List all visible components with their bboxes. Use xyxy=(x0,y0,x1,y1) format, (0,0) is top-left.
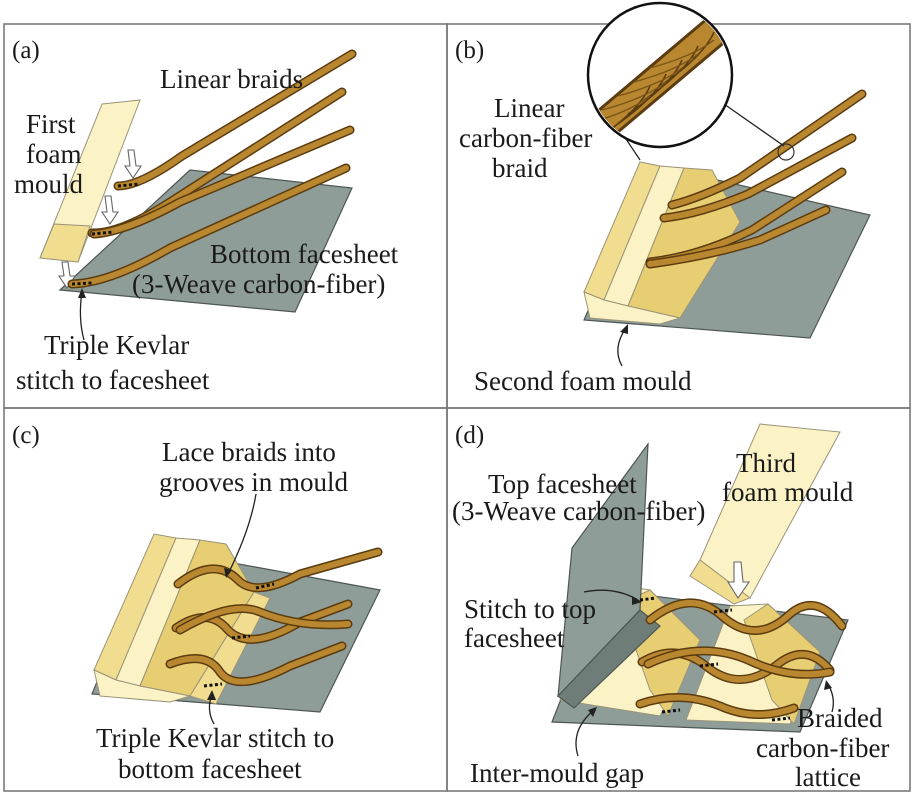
kevlar-stitch-label: Triple Kevlar xyxy=(44,330,189,360)
panel-letter: (c) xyxy=(12,422,40,449)
leader-arrowhead-icon xyxy=(632,596,642,605)
kevlar-stitch xyxy=(117,182,141,188)
panel-letter: (b) xyxy=(455,37,484,64)
second-foam-leader xyxy=(617,327,627,367)
panel-a: (a) Linear braids First xyxy=(12,37,399,395)
inter-mould-gap-label: Inter-mould gap xyxy=(470,758,644,788)
kevlar-stitch-label: bottom facesheet xyxy=(118,754,302,784)
panel-b: (b) xyxy=(455,1,871,396)
second-foam-label: Second foam mould xyxy=(474,366,692,396)
panel-letter: (a) xyxy=(12,37,40,64)
top-facesheet-fold xyxy=(557,609,661,709)
first-foam-label: foam xyxy=(26,139,81,169)
foam-moulds xyxy=(93,533,271,705)
placement-arrow-icon xyxy=(100,195,120,225)
linear-carbon-fiber-label: braid xyxy=(492,153,548,183)
braided-lattice-label: carbon-fiber xyxy=(756,733,889,763)
leader-arrowhead-icon xyxy=(588,707,597,717)
magnifier-line xyxy=(723,103,785,147)
panel-d: (d) xyxy=(452,422,889,792)
linear-braids-label: Linear braids xyxy=(160,64,303,94)
bottom-facesheet-label: (3-Weave carbon-fiber) xyxy=(132,269,385,299)
placement-arrow-icon xyxy=(727,561,751,600)
third-foam-label: Third xyxy=(736,448,796,478)
first-foam-label: mould xyxy=(14,169,84,199)
lace-braids-label: grooves in mould xyxy=(159,467,348,497)
linear-carbon-fiber-label: carbon-fiber xyxy=(459,123,592,153)
top-facesheet-label: (3-Weave carbon-fiber) xyxy=(452,496,705,526)
inter-gap-leader xyxy=(575,709,595,757)
braided-lattice-label: Braided xyxy=(797,703,883,733)
magnifier-target xyxy=(777,143,795,161)
kevlar-stitch xyxy=(91,230,115,236)
braid-detail-magnifier xyxy=(586,1,734,149)
first-foam-label: First xyxy=(26,109,76,139)
panel-frame xyxy=(446,407,911,792)
placement-arrow-icon xyxy=(123,149,143,179)
leader-arrowhead-icon xyxy=(824,680,832,690)
panel-c: (c) Lace braids into xyxy=(12,422,383,784)
kevlar-stitch-label: Triple Kevlar stitch to xyxy=(96,723,334,753)
leader-arrowhead-icon xyxy=(78,288,86,298)
top-facesheet-label: Top facesheet xyxy=(488,469,637,499)
kevlar-stitch xyxy=(71,281,93,286)
linear-carbon-fiber-label: Linear xyxy=(494,93,564,123)
bottom-facesheet xyxy=(58,169,353,313)
third-foam-label: foam mould xyxy=(722,477,854,507)
panel-letter: (d) xyxy=(455,422,484,449)
leader-arrowhead-icon xyxy=(207,690,216,700)
laced-braids xyxy=(165,547,383,687)
linear-carbon-fiber-braids xyxy=(645,89,867,269)
linear-braids xyxy=(67,49,357,289)
leader-arrowhead-icon xyxy=(224,568,232,578)
lace-braids-label: Lace braids into xyxy=(162,437,336,467)
braided-lattice-label: lattice xyxy=(795,762,861,792)
first-foam-mould xyxy=(39,99,141,263)
kevlar-stitch xyxy=(639,596,657,602)
kevlar-stitch-label: stitch to facesheet xyxy=(16,365,210,395)
bottom-facesheet-label: Bottom facesheet xyxy=(210,239,399,269)
leader-arrowhead-icon xyxy=(620,324,628,334)
lace-leader xyxy=(227,493,257,575)
stitch-top-label: facesheet xyxy=(464,623,565,653)
braided-lattice xyxy=(635,598,847,720)
stitch-top-label: Stitch to top xyxy=(464,594,596,624)
